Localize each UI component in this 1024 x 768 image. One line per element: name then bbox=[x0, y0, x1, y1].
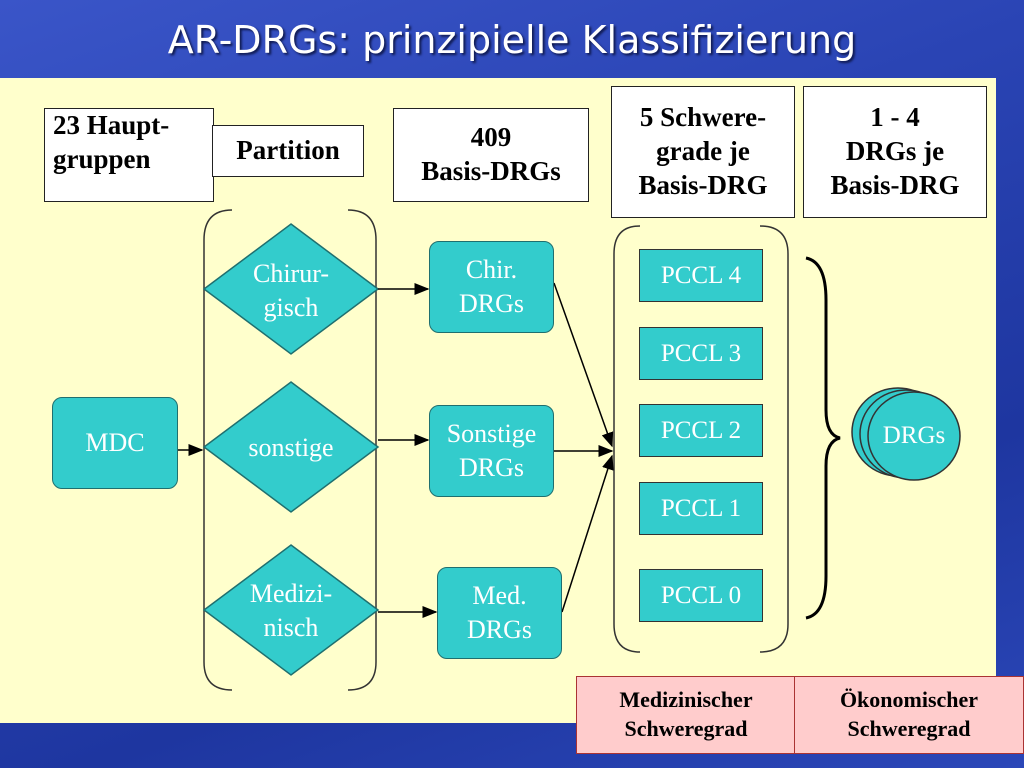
diamond-medizinisch bbox=[202, 544, 380, 676]
chir-drgs-box: Chir. DRGs bbox=[429, 241, 554, 333]
pccl-4-box: PCCL 4 bbox=[639, 249, 763, 302]
arrow-meddrg-pccl bbox=[561, 454, 614, 613]
slide-title: AR-DRGs: prinzipielle Klassifizierung bbox=[167, 18, 857, 62]
footer-oekonomischer-schweregrad: Ökonomischer Schweregrad bbox=[794, 676, 1024, 754]
med-drgs-box: Med. DRGs bbox=[437, 567, 562, 659]
pccl-1-box: PCCL 1 bbox=[639, 482, 763, 535]
mdc-box: MDC bbox=[52, 397, 178, 489]
header-partition: Partition bbox=[212, 125, 364, 177]
diamond-chirurgisch bbox=[202, 223, 380, 355]
arrow-chirdrg-pccl bbox=[553, 282, 614, 448]
label-sonstige: sonstige bbox=[248, 433, 334, 462]
pccl-bracket-right bbox=[759, 225, 789, 653]
partition-bracket-right bbox=[347, 209, 377, 691]
sonstige-drgs-box: Sonstige DRGs bbox=[429, 405, 554, 497]
header-hauptgruppen: 23 Haupt- gruppen bbox=[44, 108, 214, 202]
footer-medizinischer-schweregrad: Medizinischer Schweregrad bbox=[576, 676, 796, 754]
partition-bracket-left bbox=[203, 209, 233, 691]
header-schweregrade: 5 Schwere- grade je Basis-DRG bbox=[611, 86, 795, 218]
pccl-bracket-left bbox=[613, 225, 641, 653]
header-drgs-je: 1 - 4 DRGs je Basis-DRG bbox=[803, 86, 987, 218]
drgs-ellipse-front bbox=[867, 391, 961, 481]
header-basis-drgs: 409 Basis-DRGs bbox=[393, 108, 589, 202]
pccl-3-box: PCCL 3 bbox=[639, 327, 763, 380]
label-medizinisch: Medizi- nisch bbox=[249, 579, 333, 642]
drgs-brace bbox=[805, 256, 841, 620]
label-chirurgisch: Chirur- gisch bbox=[252, 259, 330, 322]
pccl-0-box: PCCL 0 bbox=[639, 569, 763, 622]
diamond-sonstige bbox=[202, 381, 380, 513]
drgs-label: DRGs bbox=[882, 422, 946, 449]
pccl-2-box: PCCL 2 bbox=[639, 404, 763, 457]
